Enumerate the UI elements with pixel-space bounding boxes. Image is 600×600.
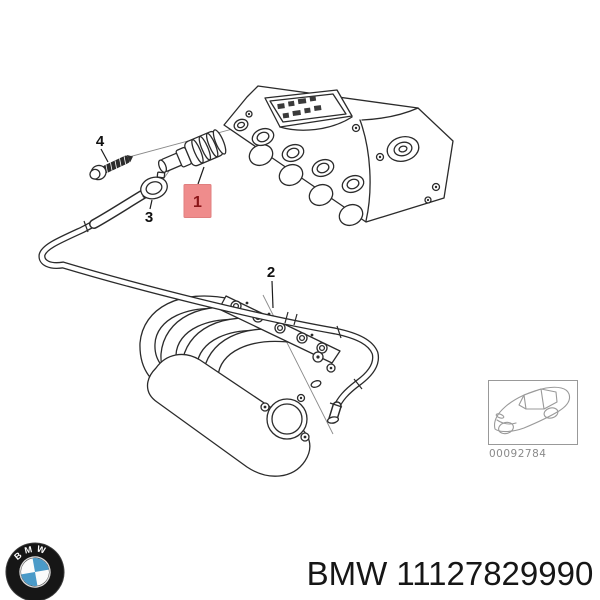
manifold-plenum [146, 353, 311, 477]
callout-2-label[interactable]: 2 [267, 264, 275, 281]
callout-1-leader [197, 166, 205, 185]
coil-openings [251, 127, 365, 194]
cover-bolts [245, 110, 441, 204]
car-thumbnail: 00092784 [488, 380, 578, 460]
car-thumbnail-box [488, 380, 578, 445]
intake-manifold-drawing [139, 294, 341, 477]
clamp-drawing [140, 171, 168, 200]
part-number-text: 11127829990 [396, 555, 593, 592]
throttle-body [260, 380, 322, 442]
vent-mount-boss [233, 118, 249, 132]
callout-1-highlight-box[interactable] [183, 184, 212, 218]
callout-1-label[interactable]: 1 [193, 194, 202, 211]
plate-markings [277, 95, 322, 119]
brand-text: BMW [307, 555, 389, 592]
manifold-brackets [312, 351, 336, 373]
bmw-logo-icon: BMW [5, 541, 65, 600]
bolt-drawing [89, 154, 134, 181]
callout-4-leader [100, 148, 109, 163]
cover-label-plate [264, 89, 353, 131]
valve-cover-drawing [223, 85, 454, 227]
callout-4-label[interactable]: 4 [96, 133, 105, 150]
callouts-layer: 4 3 2 1 [96, 133, 275, 309]
callout-2-leader [271, 280, 274, 309]
coil-tube-bumps [248, 143, 364, 227]
oil-cap [386, 136, 420, 162]
vent-valve-drawing [157, 129, 227, 173]
car-icon [493, 386, 571, 435]
hose-sleeve-marks [83, 220, 363, 408]
callout-3-label[interactable]: 3 [145, 209, 153, 226]
thumbnail-code: 00092784 [489, 448, 546, 460]
callout-3-leader [149, 199, 153, 210]
